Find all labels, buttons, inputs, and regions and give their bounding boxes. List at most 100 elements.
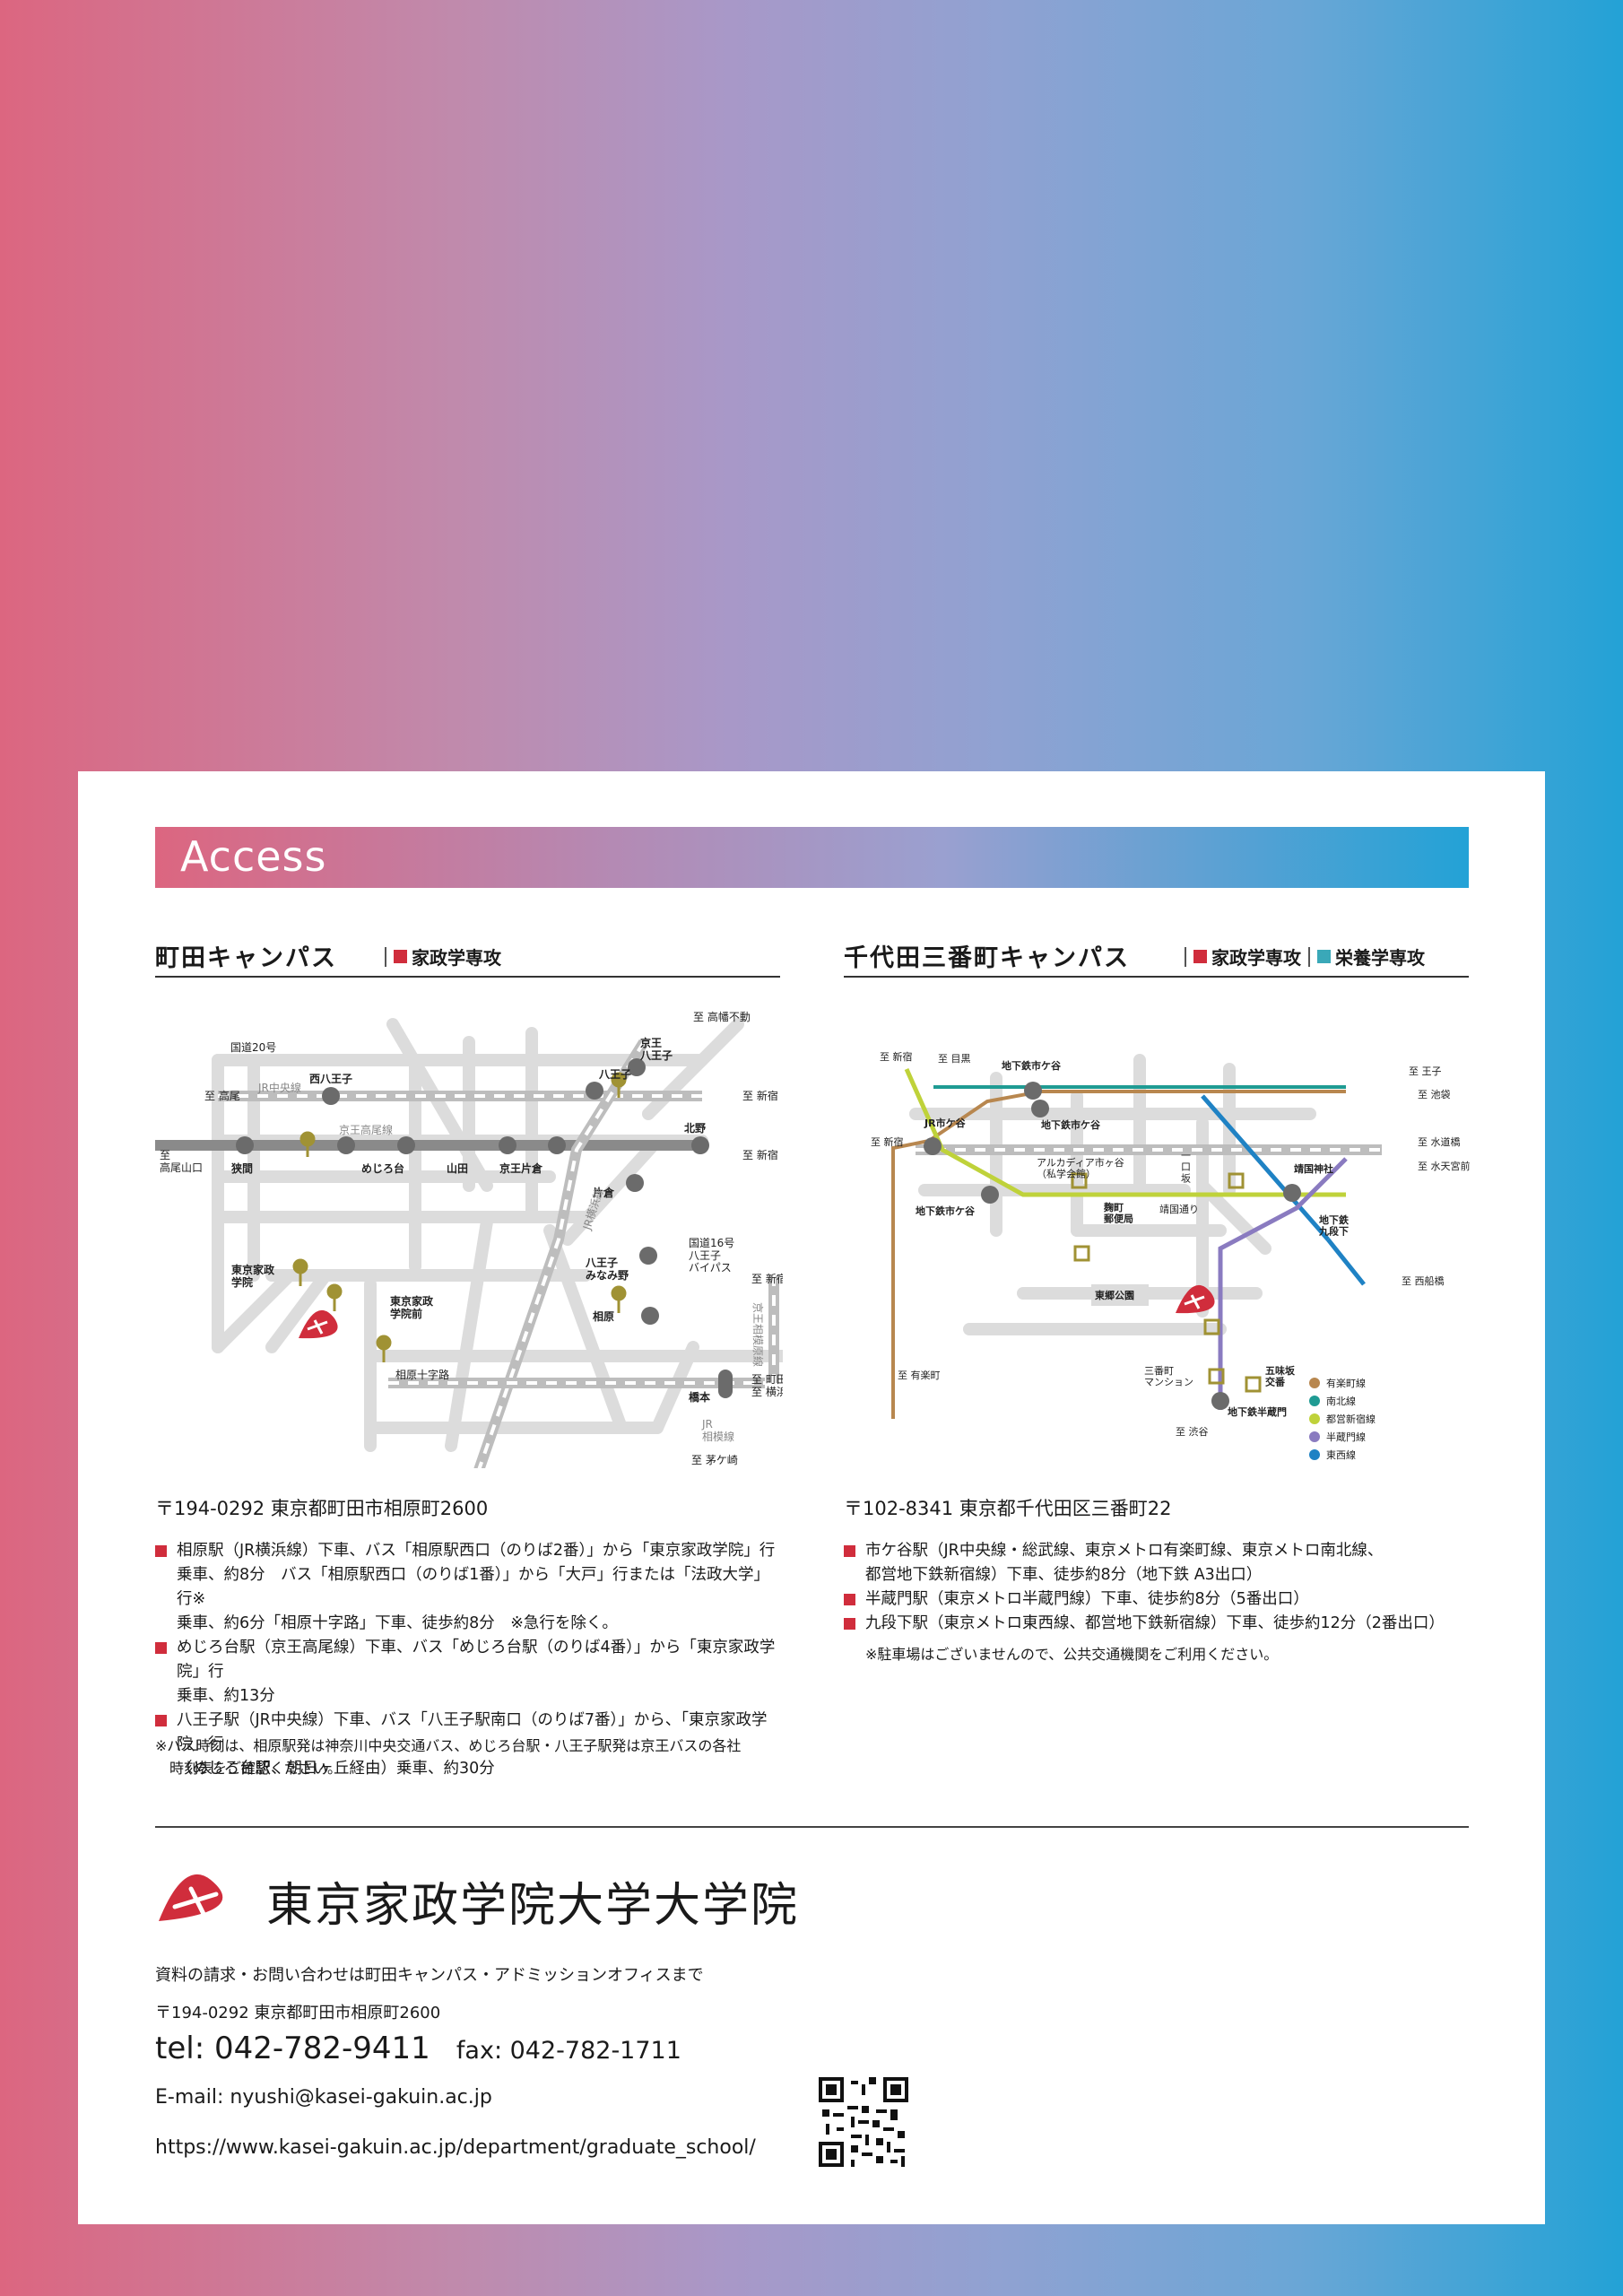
legend-item: 都営新宿線 (1309, 1413, 1376, 1425)
map-label: 至高尾山口 (160, 1149, 203, 1174)
machida-title: 町田キャンパス (155, 944, 337, 972)
legend-item: 南北線 (1309, 1395, 1356, 1407)
machida-address: 〒194-0292 東京都町田市相原町2600 (155, 1498, 489, 1519)
campus-logo-icon (299, 1309, 338, 1339)
machida-dept-tags: 家政学専攻 (378, 944, 501, 970)
dept-square-icon (1317, 950, 1331, 963)
map-label: 地下鉄九段下 (1318, 1213, 1350, 1238)
map-label: 至 水天宮前 (1418, 1160, 1471, 1172)
school-name: 東京家政学院大学大学院 (266, 1879, 800, 1933)
banner-title: Access (180, 832, 327, 881)
map-label: 地下鉄半蔵門 (1228, 1405, 1287, 1418)
legend-item: 東西線 (1309, 1448, 1356, 1461)
footer-address: 〒194-0292 東京都町田市相原町2600 (155, 2004, 441, 2022)
chiyoda-header: 千代田三番町キャンパス 家政学専攻 栄養学専攻 (844, 940, 1469, 978)
chiyoda-access-list: 市ケ谷駅（JR中央線・総武線、東京メトロ有楽町線、東京メトロ南北線、 都営地下鉄… (844, 1539, 1471, 1636)
chiyoda-dept1: 家政学専攻 (1211, 947, 1301, 969)
chiyoda-access-item: 半蔵門駅（東京メトロ半蔵門線）下車、徒歩約8分（5番出口） (844, 1587, 1471, 1612)
map-label: 橋本 (689, 1390, 710, 1404)
map-label: 至 西船橋 (1402, 1274, 1445, 1287)
legend-label: 都営新宿線 (1326, 1413, 1376, 1425)
map-label: 至 新宿 (880, 1050, 913, 1063)
map-label: 国道20号 (230, 1041, 276, 1054)
legend-label: 東西線 (1326, 1448, 1356, 1461)
machida-access-list: 相原駅（JR横浜線）下車、バス「相原駅西口（のりば2番）」から「東京家政学院」行… (155, 1539, 783, 1781)
map-label: 片倉 (593, 1186, 615, 1199)
map-label: 京王相模原線 (751, 1302, 765, 1367)
chiyoda-dept2: 栄養学専攻 (1335, 947, 1425, 969)
machida-access-item: 八王子駅（JR中央線）下車、バス「八王子駅南口（のりば7番）」から、「東京家政学… (155, 1709, 783, 1781)
line-legend: 有楽町線 南北線 都営新宿線 半蔵門線 東西線 (1309, 1377, 1376, 1461)
map-label: アルカディア市ヶ谷（私学会館） (1037, 1156, 1124, 1180)
map-label: めじろ台 (361, 1161, 404, 1175)
dept-square-icon (1193, 950, 1207, 963)
map-label: 西八王子 (309, 1073, 352, 1085)
machida-access-item: めじろ台駅（京王高尾線）下車、バス「めじろ台駅（のりば4番）」から「東京家政学院… (155, 1636, 783, 1709)
chiyoda-map: 至 新宿 至 目黒 地下鉄市ケ谷 至 王子 至 池袋 JR市ケ谷 地下鉄市ケ谷 … (871, 1050, 1471, 1461)
map-label: 八王子みなみ野 (585, 1257, 629, 1282)
map-label: 三番町マンション (1144, 1365, 1193, 1388)
map-label: 至 新宿 (751, 1272, 783, 1285)
map-label: 至 高幡不動 (693, 1010, 751, 1023)
map-label: 至 目黒 (938, 1053, 971, 1065)
map-label: 地下鉄市ケ谷 (1041, 1118, 1101, 1131)
map-label: 至 王子 (1409, 1065, 1442, 1077)
map-label: 八王子 (598, 1068, 631, 1081)
map-label: 至 渋谷 (1176, 1426, 1209, 1438)
dept-square-icon (394, 950, 407, 963)
map-label: 国道16号八王子バイパス (689, 1237, 734, 1274)
map-label: 至 茅ケ崎 (691, 1454, 738, 1466)
map-label: 至 水道橋 (1418, 1135, 1461, 1148)
legend-label: 半蔵門線 (1326, 1431, 1366, 1443)
map-label: 五味坂交番 (1265, 1364, 1296, 1388)
legend-item: 有楽町線 (1309, 1377, 1366, 1389)
access-banner: Access (155, 827, 1469, 888)
map-label: 地下鉄市ケ谷 (916, 1205, 976, 1217)
map-label: JR中央線 (257, 1081, 301, 1094)
machida-header: 町田キャンパス 家政学専攻 (155, 940, 780, 978)
map-label: 相原十字路 (395, 1368, 449, 1381)
map-label: 京王高尾線 (339, 1123, 393, 1136)
map-label: JR市ケ谷 (924, 1117, 967, 1129)
access-panel: Access 町田キャンパス 家政学専攻 千代田三番町キャンパス 家政学専攻 栄… (78, 771, 1545, 2224)
map-label: 至 新宿 (871, 1135, 904, 1148)
map-label: 相原 (593, 1309, 614, 1323)
map-label: 至 新宿 (742, 1148, 778, 1161)
chiyoda-access-item: 市ケ谷駅（JR中央線・総武線、東京メトロ有楽町線、東京メトロ南北線、 都営地下鉄… (844, 1539, 1471, 1587)
chiyoda-access-item: 九段下駅（東京メトロ東西線、都営地下鉄新宿線）下車、徒歩約12分（2番出口） (844, 1612, 1471, 1636)
machida-note: ※バス時刻は、相原駅発は神奈川中央交通バス、めじろ台駅・八王子駅発は京王バスの各… (155, 1737, 742, 1777)
tel-fax: tel: 042-782-9411 fax: 042-782-1711 (155, 2031, 681, 2066)
machida-access-item: 相原駅（JR横浜線）下車、バス「相原駅西口（のりば2番）」から「東京家政学院」行… (155, 1539, 783, 1636)
legend-item: 半蔵門線 (1309, 1431, 1366, 1443)
map-label: 山田 (447, 1161, 468, 1175)
map-label: 靖国神社 (1294, 1162, 1333, 1175)
legend-label: 有楽町線 (1326, 1377, 1366, 1389)
map-label: 至 高尾 (204, 1089, 240, 1102)
fax-number: fax: 042-782-1711 (456, 2037, 681, 2065)
chiyoda-note: ※駐車場はございませんので、公共交通機関をご利用ください。 (865, 1646, 1279, 1663)
map-label: 東郷公園 (1095, 1289, 1134, 1301)
map-label: 靖国通り (1159, 1204, 1199, 1215)
map-label: 至 新宿 (742, 1089, 778, 1102)
map-label: 京王片倉 (499, 1161, 543, 1175)
map-label: 至 有楽町 (898, 1369, 941, 1381)
tel-number: tel: 042-782-9411 (155, 2031, 430, 2066)
footer-divider (155, 1826, 1469, 1828)
map-label: 北野 (684, 1121, 706, 1135)
website-link[interactable]: https://www.kasei-gakuin.ac.jp/departmen… (155, 2136, 756, 2159)
chiyoda-dept-tags: 家政学専攻 栄養学専攻 (1177, 944, 1425, 970)
campus-logo-icon (1176, 1284, 1215, 1314)
machida-map: 国道20号 至 高尾 JR中央線 西八王子 八王子 京王八王子 至 高幡不動 至… (155, 1010, 783, 1468)
email-link[interactable]: E-mail: nyushi@kasei-gakuin.ac.jp (155, 2086, 492, 2109)
map-label: 麹町郵便局 (1103, 1201, 1133, 1225)
map-label: 至 町田至 横浜 (751, 1373, 783, 1398)
machida-dept: 家政学専攻 (412, 947, 501, 969)
legend-label: 南北線 (1326, 1395, 1356, 1407)
map-label: 狭間 (230, 1161, 253, 1175)
qr-code-icon[interactable] (819, 2077, 908, 2167)
map-label: 一口坂 (1181, 1150, 1191, 1184)
map-label: 東京家政学院前 (390, 1294, 434, 1320)
map-label: 地下鉄市ケ谷 (1002, 1059, 1062, 1072)
map-label: 東京家政学院 (231, 1263, 275, 1289)
